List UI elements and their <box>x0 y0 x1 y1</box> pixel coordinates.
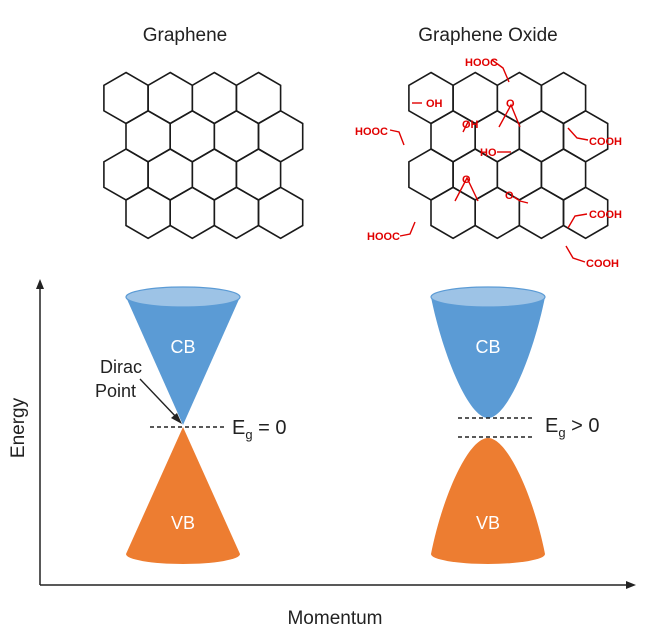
dirac-arrow-line <box>139 378 179 420</box>
graphene-cb-label: CB <box>170 337 195 357</box>
label-hooc-bottom: HOOC <box>367 231 400 243</box>
go-cb-top <box>430 286 546 308</box>
functional-group-bonds <box>389 59 589 263</box>
label-cooh3: COOH <box>586 258 619 270</box>
go-valence-band <box>431 438 545 564</box>
graphene-hexagon <box>147 71 194 125</box>
go-vb-label: VB <box>476 513 500 533</box>
x-axis-label: Momentum <box>287 608 382 629</box>
label-cooh1: COOH <box>589 136 622 148</box>
graphene-oxide-hexagon <box>408 148 454 201</box>
graphene-band-structure: CB VB <box>125 286 241 564</box>
bond-epoxide2 <box>454 176 479 202</box>
bond-hooc-bottom <box>399 221 416 237</box>
graphene-gap-label: Eg = 0 <box>232 417 287 442</box>
graphene-oxide-hexagon <box>496 71 543 125</box>
graphene-cb-top <box>125 286 241 308</box>
label-hooc-top: HOOC <box>465 57 498 69</box>
bond-hooc-left <box>389 129 405 146</box>
x-axis-arrow <box>626 581 636 589</box>
bond-cooh3 <box>565 245 586 263</box>
graphene-hexagon <box>147 148 194 201</box>
bond-oh2 <box>462 121 469 133</box>
bond-hooc-top <box>491 59 510 83</box>
graphene-title: Graphene <box>143 25 228 46</box>
graphene-hexagon <box>257 186 304 240</box>
dirac-label-line2: Point <box>95 381 136 401</box>
graphene-hexagon <box>191 71 238 125</box>
label-epoxide1: O <box>506 98 515 110</box>
graphene-hexagon <box>169 186 216 240</box>
dirac-arrow-head <box>171 413 182 424</box>
go-gap-label: Eg > 0 <box>545 415 600 440</box>
axes: Energy Momentum <box>8 279 636 629</box>
graphene-hexagon <box>125 186 171 240</box>
graphene-hexagon <box>103 148 149 201</box>
graphene-oxide-hexagon <box>430 186 476 240</box>
graphene-hexagon <box>235 71 282 125</box>
graphene-oxide-hexagon <box>562 186 609 240</box>
graphene-hexagon <box>213 109 260 163</box>
dirac-label-line1: Dirac <box>100 357 142 377</box>
label-ho: HO <box>480 147 497 159</box>
functional-group-labels: HOOC OH HOOC OH O COOH HO O O COOH HOOC … <box>355 57 622 270</box>
bond-cooh2 <box>567 213 588 229</box>
label-oh1: OH <box>426 98 443 110</box>
y-axis-label: Energy <box>8 397 29 458</box>
graphene-hexagon <box>213 186 260 240</box>
graphene-oxide-hexagon <box>540 71 587 125</box>
graphene-oxide-title: Graphene Oxide <box>418 25 557 46</box>
graphene-conduction-cone <box>126 297 240 425</box>
graphene-hexagon <box>103 71 149 125</box>
graphene-oxide-hexagon <box>540 148 587 201</box>
graphene-hexagon <box>125 109 171 163</box>
graphene-hexagon <box>169 109 216 163</box>
label-epoxide3: O <box>505 190 514 202</box>
bond-epoxide1 <box>498 103 521 128</box>
y-axis-arrow <box>36 279 44 289</box>
graphene-oxide-hexagon <box>518 186 565 240</box>
graphene-lattice <box>103 71 304 240</box>
graphene-oxide-hexagon <box>496 148 543 201</box>
label-cooh2: COOH <box>589 209 622 221</box>
go-cb-label: CB <box>475 337 500 357</box>
bond-cooh1 <box>567 127 589 141</box>
graphene-oxide-hexagon <box>452 71 499 125</box>
graphene-hexagon <box>257 109 304 163</box>
graphene-hexagon <box>191 148 238 201</box>
label-hooc-left: HOOC <box>355 126 388 138</box>
graphene-oxide-band-structure: CB VB <box>430 286 546 564</box>
graphene-hexagon <box>235 148 282 201</box>
graphene-valence-cone <box>126 427 240 564</box>
go-conduction-band <box>431 297 545 418</box>
dirac-point-annotation: Dirac Point <box>95 357 182 424</box>
label-epoxide2: O <box>462 174 471 186</box>
bond-epoxide3 <box>513 196 529 204</box>
graphene-vb-label: VB <box>171 513 195 533</box>
label-oh2: OH <box>462 119 479 131</box>
graphene-oxide-hexagon <box>518 109 565 163</box>
